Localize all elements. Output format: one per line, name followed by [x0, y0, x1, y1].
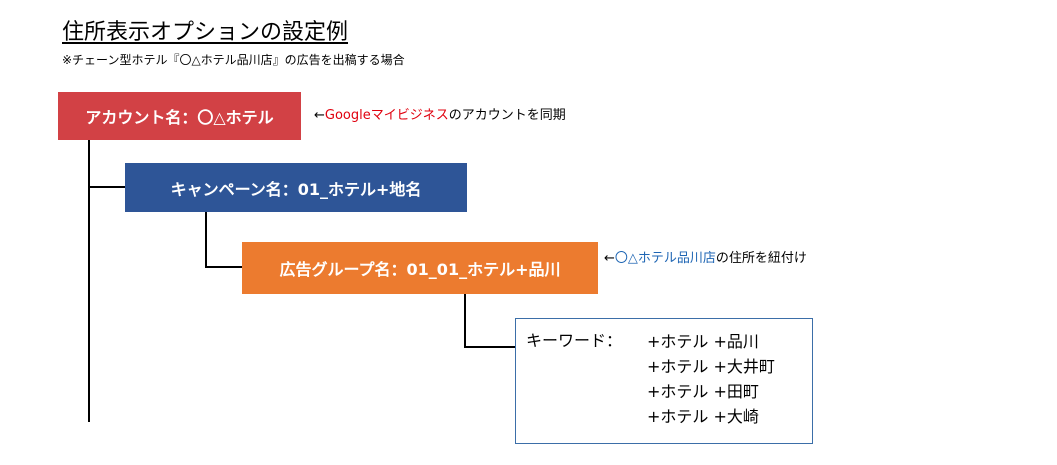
main-vertical-line: [88, 140, 90, 422]
adgroup-note-text: の住所を紐付け: [715, 251, 807, 266]
adgroup-note-highlight: 〇△ホテル品川店: [614, 251, 716, 266]
account-label: アカウント名：〇△ホテル: [85, 108, 274, 127]
adgroup-vertical-line: [464, 294, 466, 348]
account-campaign-connector: [88, 186, 125, 188]
adgroup-box: 広告グループ名：01_01_ホテル+品川: [242, 242, 598, 294]
keyword-list: +ホテル +品川 +ホテル +大井町 +ホテル +田町 +ホテル +大崎: [647, 329, 775, 429]
account-box: アカウント名：〇△ホテル: [58, 92, 301, 140]
keyword-item: +ホテル +品川: [647, 332, 759, 351]
campaign-box: キャンペーン名：01_ホテル+地名: [125, 163, 467, 212]
campaign-vertical-line: [205, 212, 207, 268]
campaign-adgroup-connector: [205, 266, 242, 268]
campaign-label: キャンペーン名：01_ホテル+地名: [170, 179, 422, 199]
diagram-title: 住所表示オプションの設定例: [62, 20, 349, 45]
left-arrow-icon: ←: [314, 108, 325, 123]
keyword-item: +ホテル +大崎: [647, 407, 759, 426]
account-note-text: のアカウントを同期: [448, 108, 566, 123]
keyword-item: +ホテル +大井町: [647, 357, 775, 376]
keyword-label: キーワード：: [526, 331, 623, 350]
account-note-highlight: Googleマイビジネス: [324, 108, 449, 123]
adgroup-keyword-connector: [464, 346, 515, 348]
account-note: ←Googleマイビジネスのアカウントを同期: [314, 107, 566, 125]
diagram-subtitle: ※チェーン型ホテル『〇△ホテル品川店』の広告を出稿する場合: [62, 53, 405, 67]
keyword-box: キーワード： +ホテル +品川 +ホテル +大井町 +ホテル +田町 +ホテル …: [515, 318, 813, 444]
adgroup-note: ←〇△ホテル品川店の住所を紐付け: [604, 250, 807, 268]
adgroup-label: 広告グループ名：01_01_ホテル+品川: [279, 260, 561, 279]
left-arrow-icon: ←: [604, 251, 615, 266]
keyword-item: +ホテル +田町: [647, 382, 759, 401]
